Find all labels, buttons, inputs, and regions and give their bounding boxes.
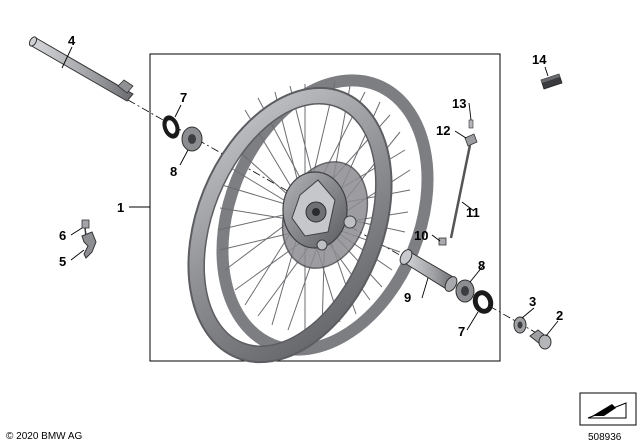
callout-7-upper: 7 bbox=[180, 90, 187, 105]
callout-2: 2 bbox=[556, 308, 563, 323]
leader-lines bbox=[61, 46, 559, 337]
callout-8-lower: 8 bbox=[478, 258, 485, 273]
view-symbol-icon bbox=[579, 392, 637, 426]
callout-7-lower: 7 bbox=[458, 324, 465, 339]
valve-nut-part-10 bbox=[438, 237, 447, 246]
diagram-reference-number: 508936 bbox=[588, 432, 622, 443]
callout-6: 6 bbox=[59, 228, 66, 243]
spacer-part-9 bbox=[399, 249, 458, 292]
callout-10: 10 bbox=[414, 228, 428, 243]
callout-4: 4 bbox=[68, 33, 76, 48]
wheel-assembly bbox=[187, 74, 434, 364]
balance-weight-part-14 bbox=[540, 73, 563, 90]
callout-1: 1 bbox=[117, 200, 124, 215]
seal-ring-part-7-lower bbox=[472, 290, 494, 314]
callout-3: 3 bbox=[529, 294, 536, 309]
callout-8-upper: 8 bbox=[170, 164, 177, 179]
callout-9: 9 bbox=[404, 290, 411, 305]
rim-front-outer bbox=[188, 87, 392, 363]
hub bbox=[282, 171, 357, 251]
assembly-frame bbox=[149, 53, 501, 362]
callout-11: 11 bbox=[466, 205, 480, 220]
bearing-part-8-upper bbox=[181, 126, 203, 152]
valve-stem-part-11 bbox=[449, 144, 472, 239]
bolt-part-2 bbox=[529, 329, 552, 350]
seal-ring-part-7-upper bbox=[162, 115, 180, 139]
rim-front-inner-edge bbox=[203, 103, 377, 347]
bearing-part-8-lower bbox=[455, 279, 475, 303]
sensor-part-5 bbox=[81, 231, 97, 259]
callout-12: 12 bbox=[436, 123, 450, 138]
screw-part-13 bbox=[468, 119, 474, 129]
rim-front-edge bbox=[187, 86, 393, 364]
cap-part-12 bbox=[464, 133, 478, 147]
washer-part-3 bbox=[513, 316, 527, 334]
axle-part-4 bbox=[28, 36, 134, 102]
callout-13: 13 bbox=[452, 96, 466, 111]
copyright-notice: © 2020 BMW AG bbox=[6, 431, 83, 442]
callout-5: 5 bbox=[59, 254, 66, 269]
callout-14: 14 bbox=[532, 52, 547, 67]
